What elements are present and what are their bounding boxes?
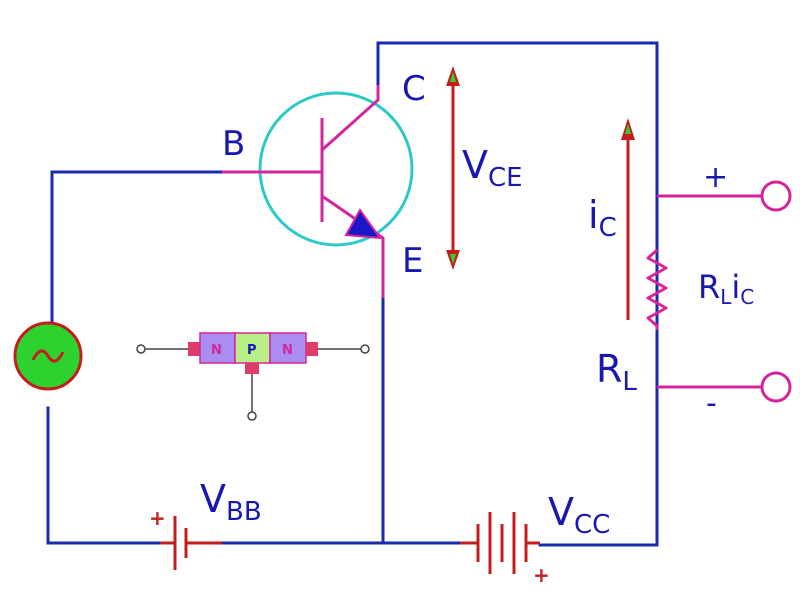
p-label: P <box>247 343 257 358</box>
output-plus-terminal <box>760 180 792 212</box>
output-minus-label: - <box>706 386 717 421</box>
ic-arrow <box>621 118 635 320</box>
vce-arrow <box>446 66 460 270</box>
ic-main: i <box>588 193 599 237</box>
vce-label: VCE <box>462 143 523 193</box>
rl-main: R <box>596 347 622 391</box>
collector-label: C <box>402 69 426 109</box>
vcc-label: VCC <box>548 490 610 540</box>
load-resistor <box>646 193 668 330</box>
n-right-label: N <box>282 343 293 358</box>
n-region-left <box>199 332 236 364</box>
vcc-sub: CC <box>574 510 610 540</box>
vbb-main: V <box>200 477 226 521</box>
emitter-arrow-icon <box>344 208 383 240</box>
ic-sub: C <box>599 213 617 243</box>
ac-source <box>13 321 83 391</box>
n-left-label: N <box>211 343 222 358</box>
vce-main: V <box>462 143 488 187</box>
resistor-label: RL <box>596 347 637 397</box>
load-voltage-label: RLiC <box>698 268 754 309</box>
output-terminals <box>657 180 792 403</box>
sine-wave-icon <box>31 349 65 363</box>
output-plus-label: + <box>703 160 728 195</box>
output-minus-terminal <box>760 371 792 403</box>
vcc-plus-sign: + <box>533 563 550 587</box>
vcc-battery <box>460 512 540 574</box>
emitter-label: E <box>402 241 423 281</box>
circuit-wires <box>46 41 659 547</box>
vbb-sub: BB <box>226 497 262 527</box>
n-region-right <box>269 332 307 364</box>
vcc-main: V <box>548 490 574 534</box>
resistor-zigzag-icon <box>646 248 668 330</box>
base-label: B <box>222 124 245 164</box>
rlic-r-sub: L <box>720 285 732 309</box>
rlic-r: R <box>698 268 720 306</box>
rl-sub: L <box>622 367 637 397</box>
npn-transistor-symbol <box>222 85 414 298</box>
transistor-envelope <box>258 91 414 247</box>
vbb-label: VBB <box>200 477 262 527</box>
collector-lead <box>321 85 380 152</box>
npn-block: N P N <box>136 332 370 421</box>
ic-label: iC <box>588 193 617 243</box>
vbb-plus-sign: + <box>149 506 166 530</box>
rlic-i-sub: C <box>740 285 754 309</box>
vbb-battery <box>160 516 222 570</box>
emitter-lead <box>321 194 385 298</box>
vce-sub: CE <box>488 163 523 193</box>
rlic-i: i <box>731 268 740 306</box>
